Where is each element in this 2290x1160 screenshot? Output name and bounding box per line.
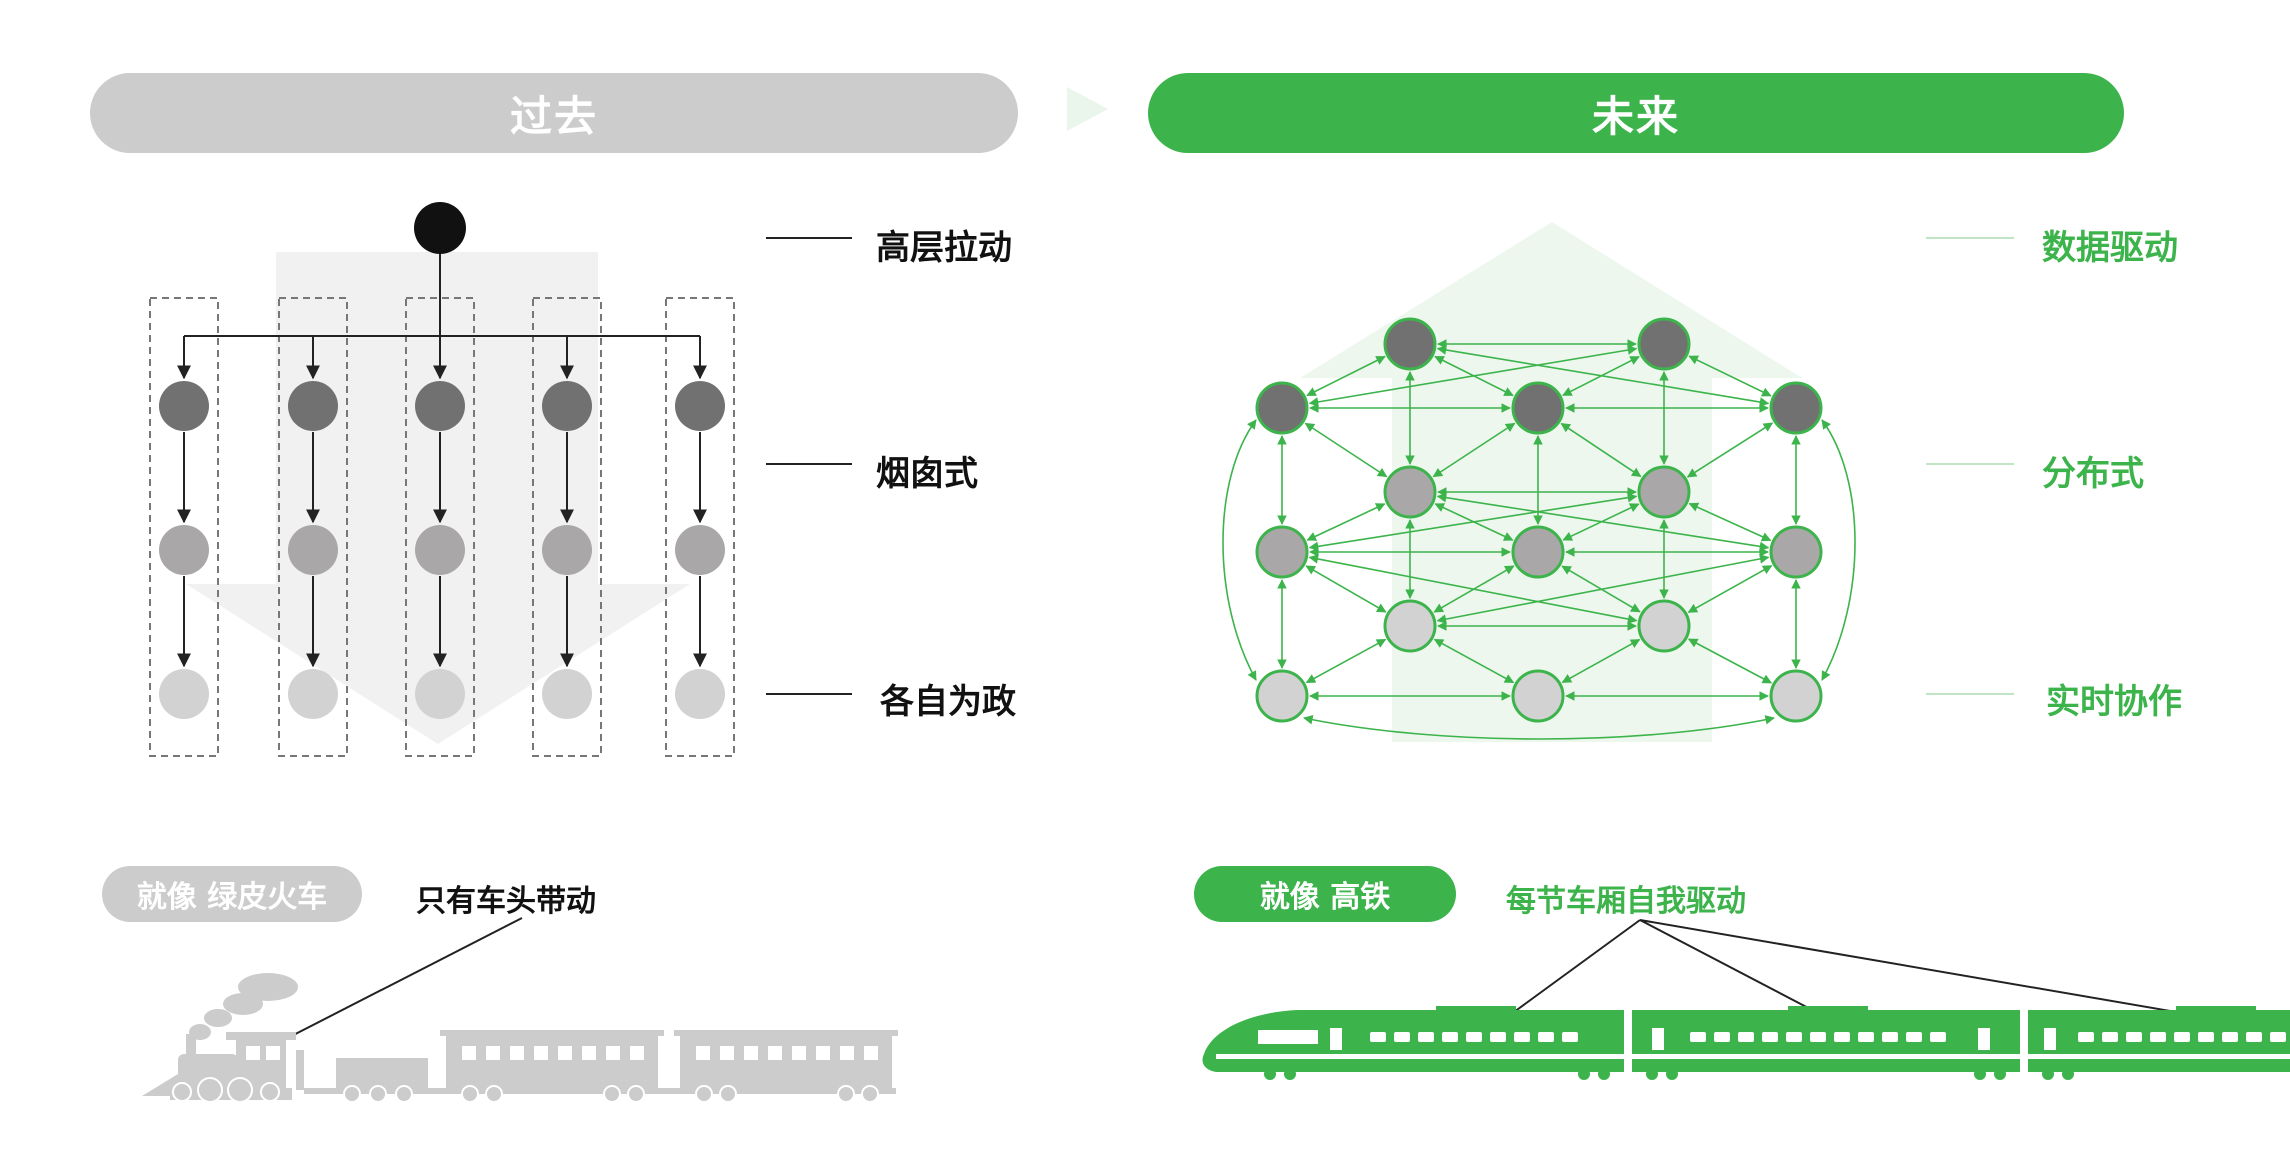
past-label-silo: 烟囱式 <box>876 454 978 494</box>
future-network-diagram <box>1222 222 2014 742</box>
train-window <box>1762 1032 1778 1042</box>
node <box>159 525 209 575</box>
network-node <box>1637 599 1691 653</box>
train-window <box>1538 1032 1554 1042</box>
network-node <box>1255 669 1309 723</box>
future-analogy-pill: 就像 高铁 <box>1194 866 1456 922</box>
network-edge <box>1432 422 1516 478</box>
network-edge <box>1304 422 1388 478</box>
silo-box <box>532 297 602 757</box>
node <box>288 525 338 575</box>
arrow-right-icon <box>1067 87 1108 131</box>
past-analogy-pill: 就像 绿皮火车 <box>102 866 362 922</box>
past-label-top-down: 高层拉动 <box>876 228 1012 268</box>
network-edge <box>1686 422 1774 478</box>
network-node <box>1255 381 1309 435</box>
silo-box <box>405 297 475 757</box>
train-window <box>1906 1032 1922 1042</box>
future-label-realtime: 实时协作 <box>2046 682 2182 722</box>
network-node <box>1769 381 1823 435</box>
train-window <box>1834 1032 1850 1042</box>
train-window <box>1690 1032 1706 1042</box>
train-window <box>2078 1032 2094 1042</box>
node <box>415 525 465 575</box>
network-node <box>1383 465 1437 519</box>
network-node <box>1511 669 1565 723</box>
network-node <box>1769 525 1823 579</box>
train-window <box>2174 1032 2190 1042</box>
train-window <box>2150 1032 2166 1042</box>
network-node <box>1637 317 1691 371</box>
node <box>415 381 465 431</box>
past-hierarchy-diagram <box>149 202 852 757</box>
node <box>542 525 592 575</box>
train-window <box>1882 1032 1898 1042</box>
node <box>288 381 338 431</box>
future-label-distributed: 分布式 <box>2042 454 2144 494</box>
train-window <box>1930 1032 1946 1042</box>
train-window <box>1418 1032 1434 1042</box>
train-window <box>1394 1032 1410 1042</box>
train-window <box>1738 1032 1754 1042</box>
node <box>159 381 209 431</box>
network-edge <box>1305 638 1387 684</box>
node <box>675 525 725 575</box>
network-node <box>1511 525 1565 579</box>
network-node <box>1255 525 1309 579</box>
train-window <box>1466 1032 1482 1042</box>
network-node <box>1383 599 1437 653</box>
train-window <box>1490 1032 1506 1042</box>
train-window <box>1370 1032 1386 1042</box>
node <box>288 669 338 719</box>
past-label-independent: 各自为政 <box>880 682 1016 722</box>
train-window <box>2222 1032 2238 1042</box>
train-window <box>1714 1032 1730 1042</box>
future-label-data-driven: 数据驱动 <box>2042 228 2178 268</box>
steam-train-icon <box>142 917 898 1103</box>
past-header: 过去 <box>90 73 1018 153</box>
network-edge <box>1308 492 1638 552</box>
silo-box <box>665 297 735 757</box>
train-window <box>1562 1032 1578 1042</box>
node <box>675 669 725 719</box>
node <box>542 669 592 719</box>
train-window <box>2102 1032 2118 1042</box>
train-window <box>2270 1032 2286 1042</box>
top-node <box>414 202 466 254</box>
train-window <box>1514 1032 1530 1042</box>
network-edge <box>1308 554 1638 624</box>
future-header: 未来 <box>1148 73 2124 153</box>
network-edge <box>1222 419 1257 681</box>
network-node <box>1511 381 1565 435</box>
past-analogy-caption: 只有车头带动 <box>416 884 596 919</box>
network-edge <box>1433 638 1515 684</box>
silo-box <box>149 297 219 757</box>
network-edge <box>1303 715 1775 740</box>
network-node <box>1769 669 1823 723</box>
node <box>542 381 592 431</box>
network-edge <box>1687 638 1773 684</box>
node <box>675 381 725 431</box>
network-edge <box>1821 419 1856 681</box>
high-speed-train-icon <box>1202 919 2290 1080</box>
train-window <box>2198 1032 2214 1042</box>
train-window <box>1858 1032 1874 1042</box>
train-window <box>1442 1032 1458 1042</box>
train-window <box>1786 1032 1802 1042</box>
train-window <box>1810 1032 1826 1042</box>
network-edge <box>1561 638 1641 684</box>
train-window <box>2246 1032 2262 1042</box>
network-node <box>1383 317 1437 371</box>
future-analogy-caption: 每节车厢自我驱动 <box>1506 884 1746 919</box>
network-edge <box>1308 345 1638 407</box>
network-node <box>1637 465 1691 519</box>
node <box>415 669 465 719</box>
silo-box <box>278 297 348 757</box>
node <box>159 669 209 719</box>
train-window <box>2126 1032 2142 1042</box>
network-edge <box>1560 422 1642 478</box>
